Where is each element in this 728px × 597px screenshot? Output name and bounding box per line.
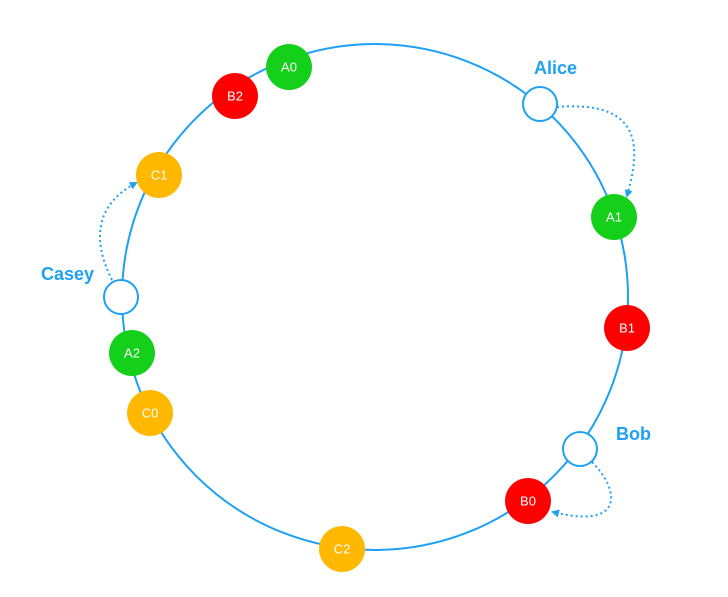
node-label: A1 — [606, 210, 622, 225]
client-label-casey: Casey — [41, 264, 94, 284]
node-circle — [212, 73, 258, 119]
hash-ring — [121, 43, 629, 551]
node-C1: C1 — [136, 152, 182, 198]
client-label-alice: Alice — [534, 58, 577, 78]
client-marker-casey — [103, 279, 139, 315]
client-label-bob: Bob — [616, 424, 651, 444]
node-label: C1 — [151, 168, 168, 183]
node-A2: A2 — [109, 330, 155, 376]
node-label: B2 — [227, 89, 243, 104]
node-circle — [109, 330, 155, 376]
arrow-bob-to-b0 — [551, 461, 613, 518]
node-A0: A0 — [266, 44, 312, 90]
node-label: A2 — [124, 346, 140, 361]
node-circle — [136, 152, 182, 198]
node-circle — [266, 44, 312, 90]
node-B1: B1 — [604, 305, 650, 351]
node-circle — [591, 194, 637, 240]
node-label: C0 — [142, 406, 159, 421]
node-B0: B0 — [505, 478, 551, 524]
arrow-alice-to-a1 — [556, 105, 636, 198]
node-label: B1 — [619, 321, 635, 336]
node-C0: C0 — [127, 390, 173, 436]
node-circle — [127, 390, 173, 436]
node-circle — [505, 478, 551, 524]
node-C2: C2 — [319, 526, 365, 572]
client-marker-alice — [522, 86, 558, 122]
node-A1: A1 — [591, 194, 637, 240]
node-label: B0 — [520, 494, 536, 509]
client-marker-bob — [562, 431, 598, 467]
node-B2: B2 — [212, 73, 258, 119]
node-label: A0 — [281, 60, 297, 75]
node-circle — [604, 305, 650, 351]
node-label: C2 — [334, 542, 351, 557]
node-circle — [319, 526, 365, 572]
